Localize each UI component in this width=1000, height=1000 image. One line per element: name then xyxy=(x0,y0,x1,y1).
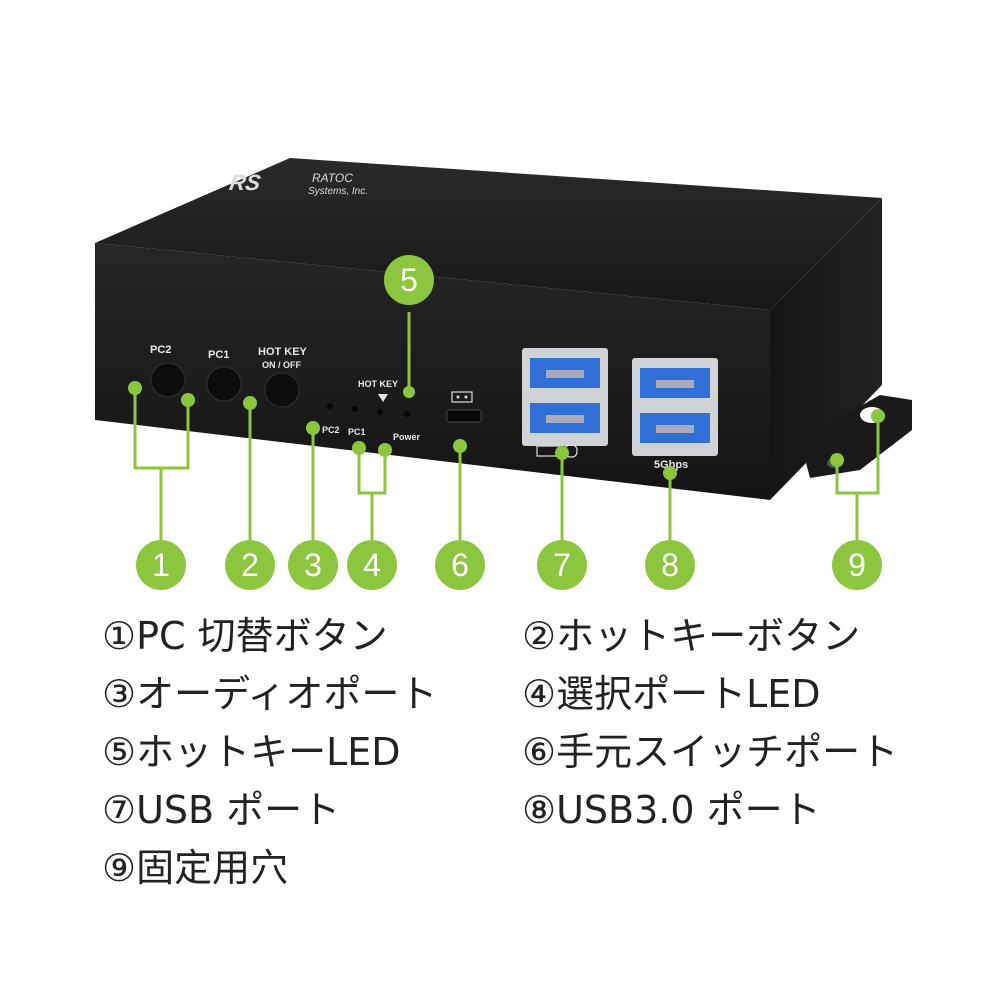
hotkey-button-label: HOT KEY xyxy=(258,346,308,358)
callout-9: 9 xyxy=(832,540,882,590)
pc2-led xyxy=(352,406,358,412)
pc1-button-label: PC1 xyxy=(208,349,229,361)
ratoc-logo: RS RATOC Systems, Inc. xyxy=(228,170,368,197)
usb3-speed-label: 5Gbps xyxy=(654,459,688,471)
hand-switch-port[interactable] xyxy=(446,409,482,423)
callout-4: 4 xyxy=(347,540,397,590)
callout-lines xyxy=(133,312,880,540)
pc2-button[interactable] xyxy=(150,362,186,398)
legend-item-9: ⑨固定用穴 xyxy=(102,846,289,890)
hotkey-led-label: HOT KEY xyxy=(358,379,398,389)
hotkey-button[interactable] xyxy=(264,372,300,408)
callout-8: 8 xyxy=(645,540,695,590)
callout-3: 3 xyxy=(288,540,338,590)
power-led-label: Power xyxy=(393,432,421,442)
kvm-switch-photo: RS RATOC Systems, Inc. PC2 PC1 HOT KEY O… xyxy=(95,158,912,540)
svg-text:RS: RS xyxy=(228,170,263,195)
hotkey-led xyxy=(377,409,383,415)
brand-name: RATOC xyxy=(312,171,353,185)
device-top-face xyxy=(95,158,882,310)
pc1-led-label: PC1 xyxy=(348,427,366,437)
device-side-face xyxy=(770,198,882,500)
brand-subtitle: Systems, Inc. xyxy=(308,186,368,197)
hand-switch-icon xyxy=(451,391,473,403)
hotkey-button-sublabel: ON / OFF xyxy=(262,360,301,370)
legend-item-7: ⑦USB ポート xyxy=(102,788,341,832)
callout-dots xyxy=(128,381,885,480)
callout-5: 5 xyxy=(384,255,434,305)
legend-item-1: ①PC 切替ボタン xyxy=(102,614,388,658)
legend-item-3: ③オーディオポート xyxy=(102,672,438,716)
usb3-ports xyxy=(632,358,718,456)
audio-port[interactable] xyxy=(327,403,333,409)
legend-item-2: ②ホットキーボタン xyxy=(522,614,861,658)
pc2-led-label: PC2 xyxy=(322,425,340,435)
legend-item-6: ⑥手元スイッチポート xyxy=(522,730,899,774)
callout-2: 2 xyxy=(225,540,275,590)
callout-1: 1 xyxy=(136,540,186,590)
pc1-button[interactable] xyxy=(206,366,242,402)
legend-item-5: ⑤ホットキーLED xyxy=(102,730,401,774)
pc2-button-label: PC2 xyxy=(150,344,171,356)
legend-item-8: ⑧USB3.0 ポート xyxy=(522,788,821,832)
legend-item-4: ④選択ポートLED xyxy=(522,672,821,716)
hotkey-led-arrow-icon xyxy=(378,394,388,402)
usb-ports xyxy=(522,348,608,446)
callout-7: 7 xyxy=(537,540,587,590)
power-led xyxy=(404,411,410,417)
callout-6: 6 xyxy=(435,540,485,590)
